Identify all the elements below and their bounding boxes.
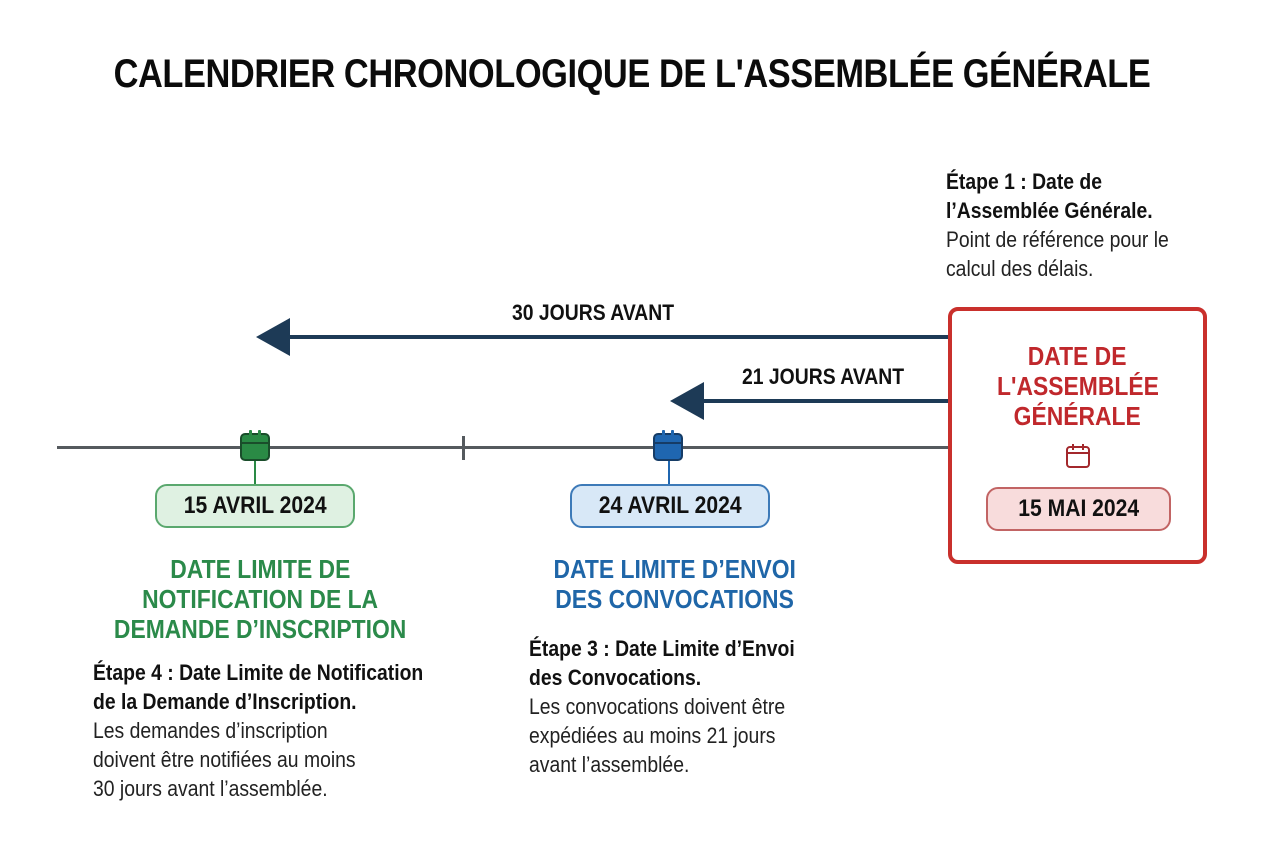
milestone-date-badge: 15 AVRIL 2024	[155, 484, 355, 528]
timeline-tick	[462, 436, 465, 460]
step-4-description: Étape 4 : Date Limite de Notification de…	[93, 660, 424, 801]
assembly-date-card: DATE DE L'ASSEMBLÉE GÉNÉRALE 15 MAI 2024	[948, 307, 1207, 564]
step-1-title-line: l’Assemblée Générale.	[946, 198, 1153, 223]
milestone-heading: DATE LIMITE DE NOTIFICATION DE LA DEMAND…	[113, 554, 407, 644]
step-1-title-line: Étape 1 : Date de	[946, 169, 1103, 194]
milestone-heading: DATE LIMITE D’ENVOI DES CONVOCATIONS	[553, 554, 797, 614]
milestone-connector	[254, 461, 256, 485]
step-1-body-line: Point de référence pour le	[946, 227, 1169, 252]
page-title: CALENDRIER CHRONOLOGIQUE DE L'ASSEMBLÉE …	[113, 52, 1151, 96]
arrow-left-icon	[670, 382, 704, 420]
assembly-heading: DATE DE L'ASSEMBLÉE GÉNÉRALE	[996, 341, 1159, 431]
calendar-icon	[1066, 444, 1090, 468]
arrow-21-days	[670, 382, 948, 420]
assembly-date-badge: 15 MAI 2024	[986, 487, 1171, 531]
arrow-30-days	[256, 318, 948, 356]
timeline-axis	[57, 446, 949, 449]
step-3-description: Étape 3 : Date Limite d’Envoi des Convoc…	[529, 636, 795, 777]
arrow-left-icon	[256, 318, 290, 356]
calendar-icon	[653, 430, 683, 461]
step-1-body-line: calcul des délais.	[946, 256, 1094, 281]
milestone-date-badge: 24 AVRIL 2024	[570, 484, 770, 528]
calendar-icon	[240, 430, 270, 461]
arrow-30-days-label: 30 JOURS AVANT	[512, 300, 675, 325]
milestone-connector	[668, 461, 670, 485]
step-1-description: Étape 1 : Date de l’Assemblée Générale. …	[946, 167, 1246, 283]
arrow-21-days-label: 21 JOURS AVANT	[742, 364, 905, 389]
